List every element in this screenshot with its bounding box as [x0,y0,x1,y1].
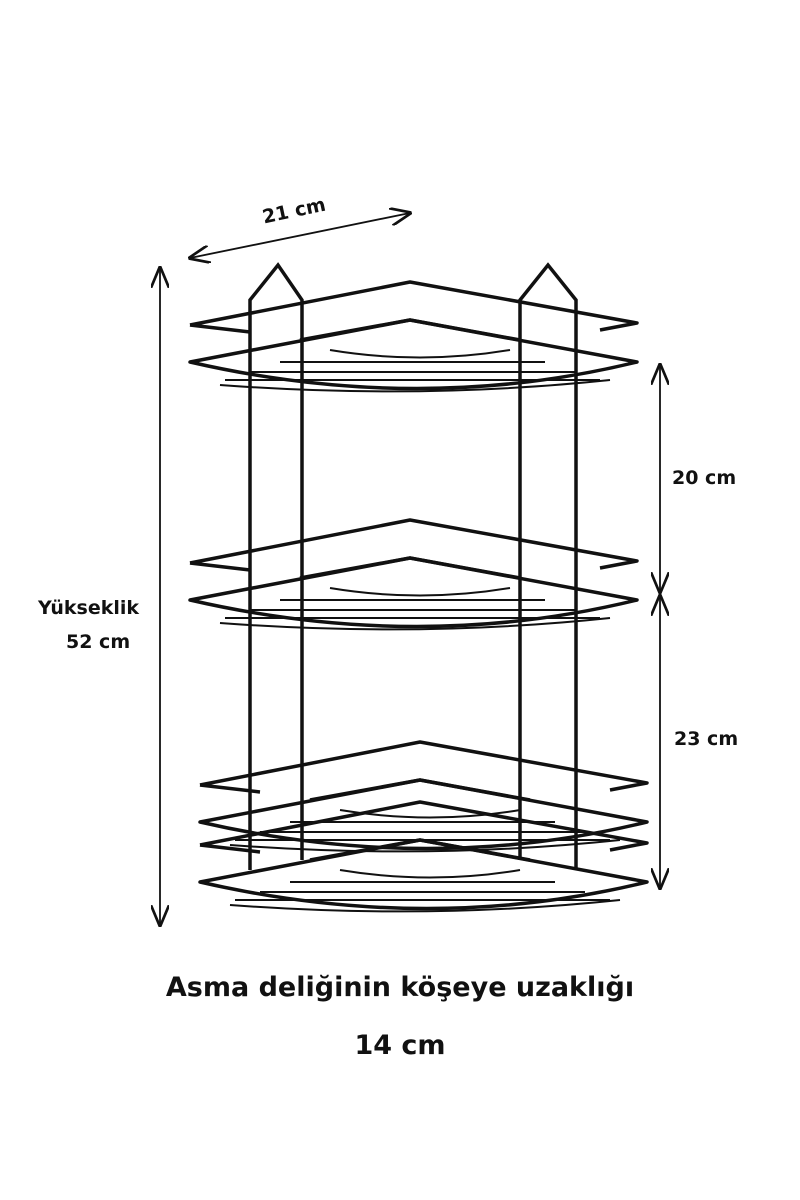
shelf-bottom [198,740,649,914]
posts [248,262,578,870]
caption-line-2: 14 cm [354,1030,446,1061]
upper-gap-label: 20 cm [672,467,737,489]
shelf-middle [188,518,639,632]
height-value: 52 cm [66,631,131,653]
caption-line-1: Asma deliğinin köşeye uzaklığı [165,972,635,1003]
width-arrow [190,213,410,258]
dimension-arrows [160,213,660,925]
shelf-top [188,280,639,394]
height-title: Yükseklik [38,597,140,619]
lower-gap-label: 23 cm [674,728,739,750]
